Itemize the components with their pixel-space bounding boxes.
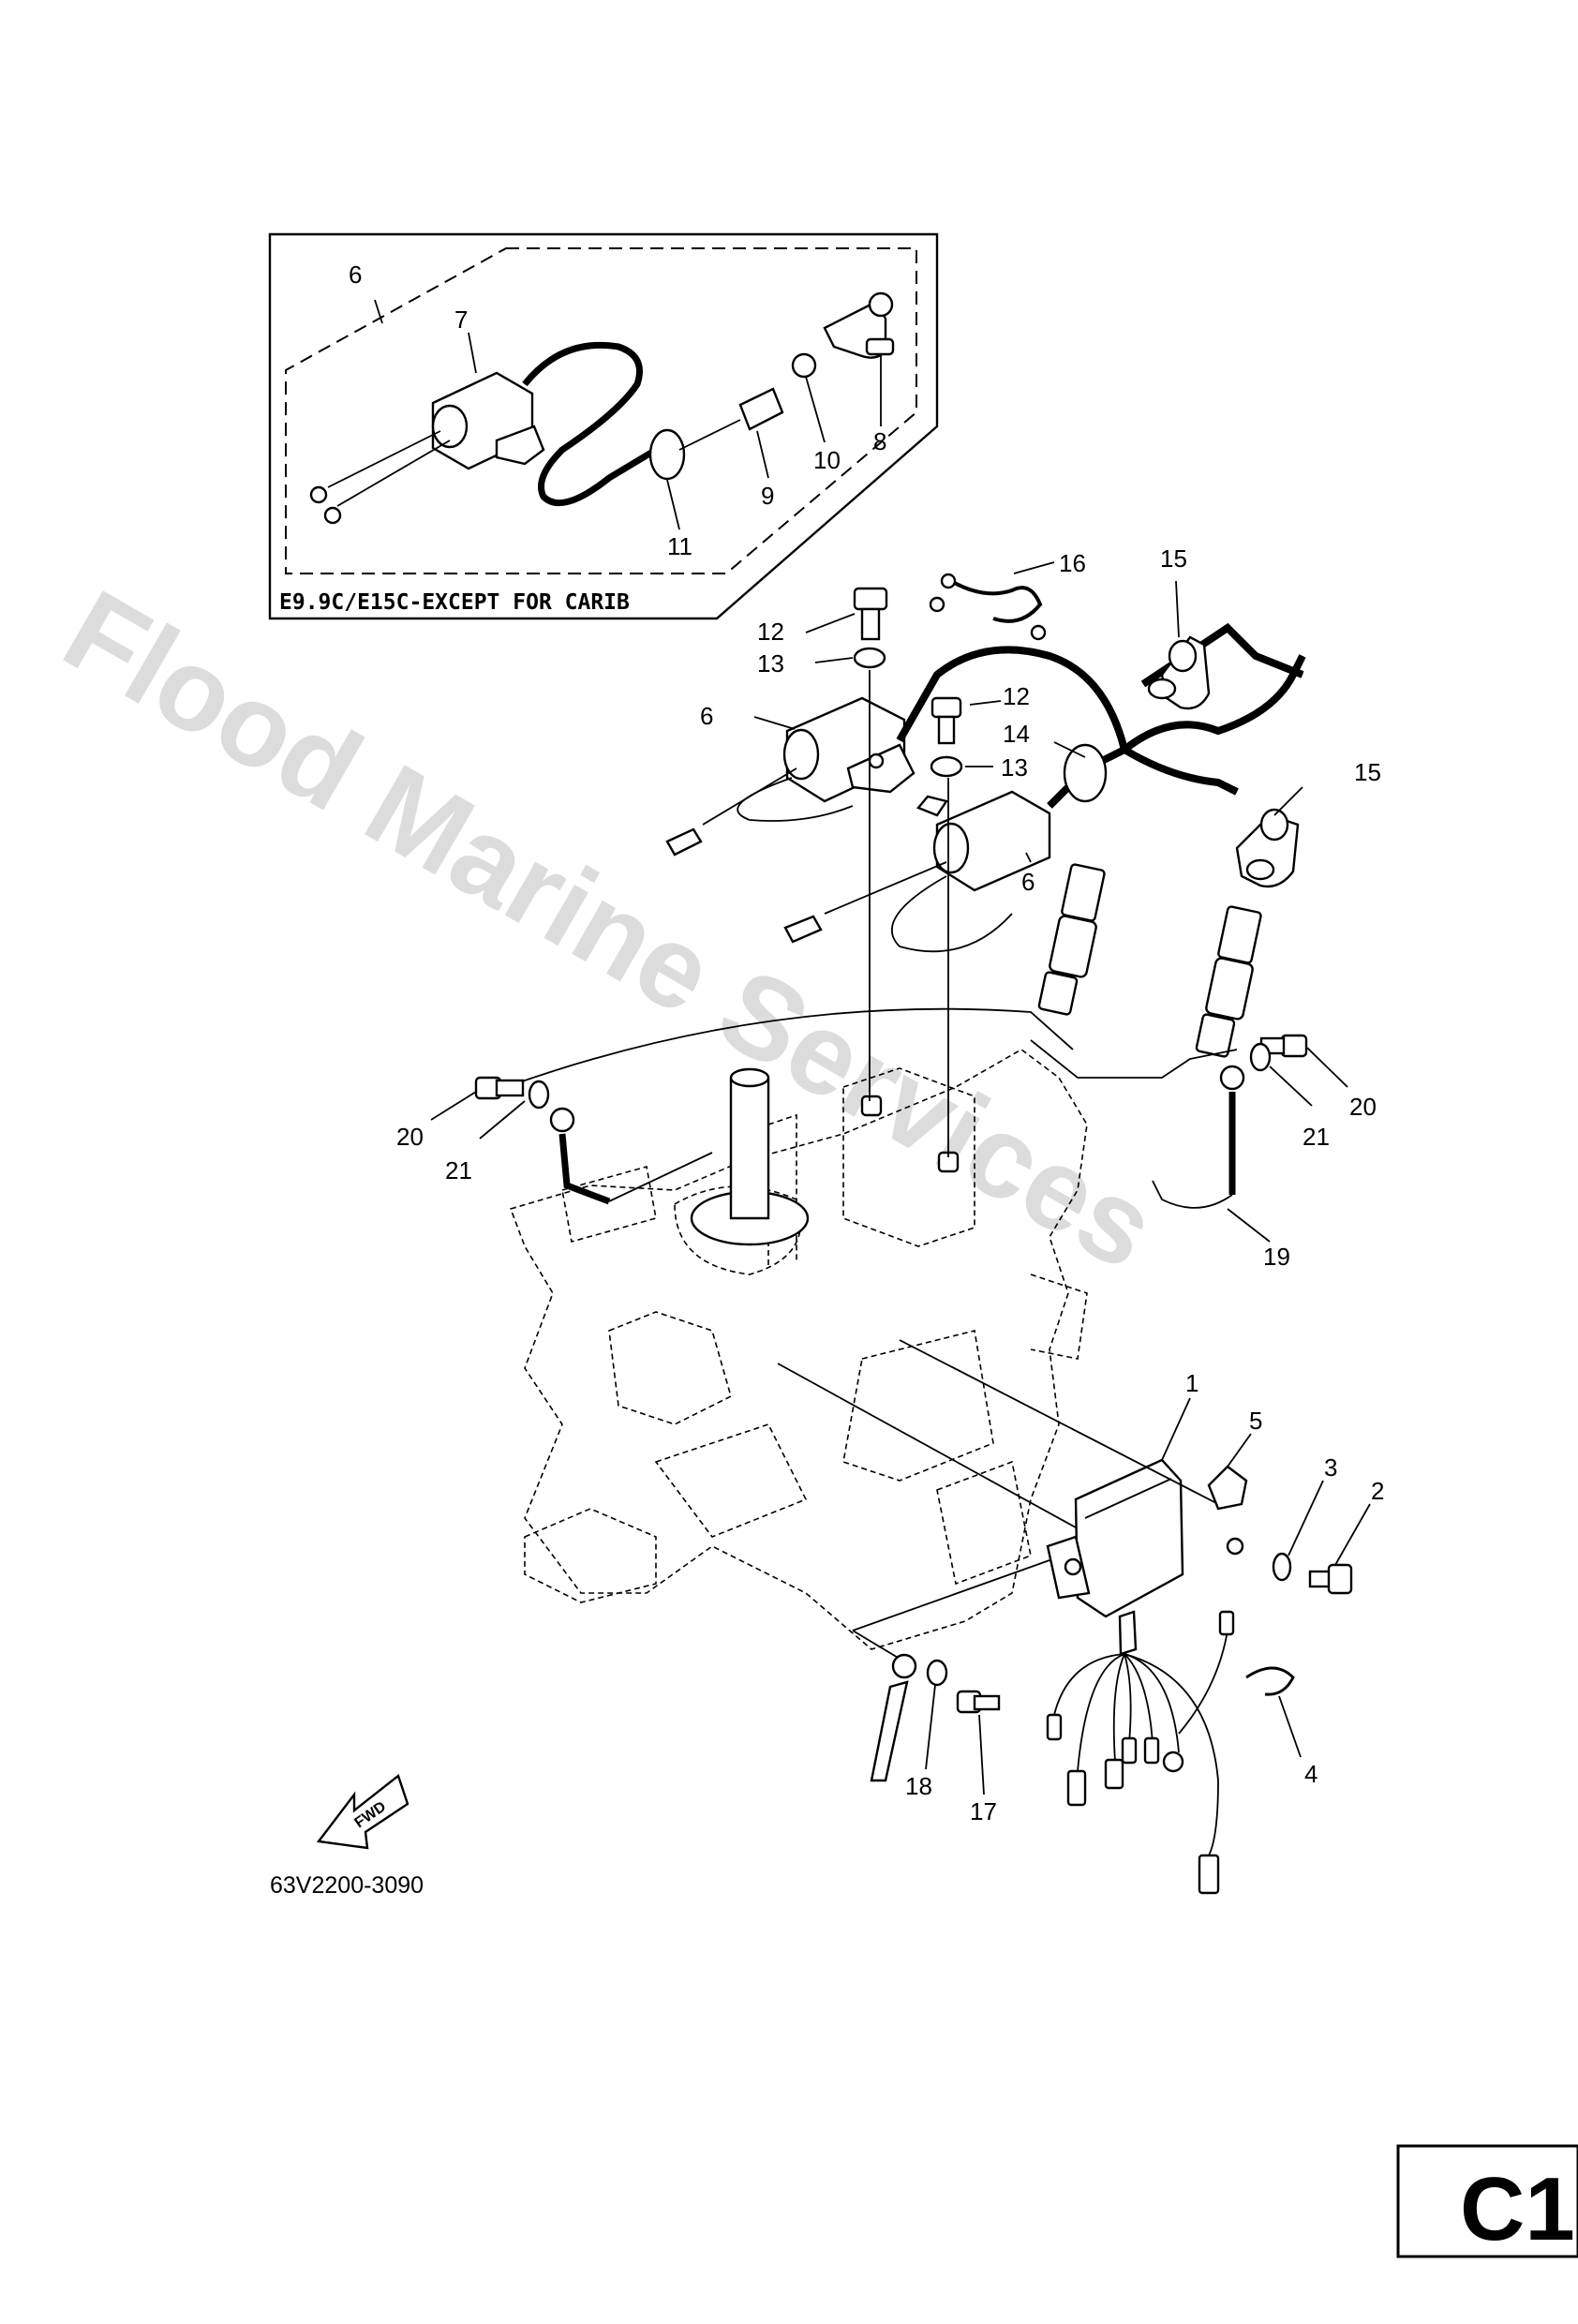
fwd-arrow: FWD [316,1774,409,1850]
engine-block [505,1007,1088,1650]
cdi-wire-harness [1046,1610,1235,1895]
ignition-coil-upper [665,696,916,857]
callout-inset-11: 11 [667,532,692,560]
callout-inset-9: 9 [761,482,774,510]
callout-19: 19 [1263,1243,1290,1271]
inset-title: E9.9C/E15C-EXCEPT FOR CARIB [279,590,630,615]
washer-21-left [528,1080,550,1110]
ground-bolt-left [474,1076,525,1100]
clip-inset [791,352,817,379]
bolt-12-upper [853,587,888,641]
callout-5: 5 [1249,1407,1262,1435]
callout-4: 4 [1304,1760,1317,1788]
ground-terminal [852,1559,1050,1782]
wire-clip [1207,1465,1248,1556]
washer-18 [926,1659,948,1687]
leader-lines [430,561,1371,1795]
callout-17: 17 [970,1797,997,1825]
callout-16: 16 [1059,549,1086,577]
clip-4 [1245,1666,1295,1696]
page-label-box [1396,2144,1578,2258]
callout-21-right: 21 [1303,1123,1330,1151]
ground-bolt-right [1259,1034,1308,1058]
ignition-coil-lower [783,790,1051,953]
watermark: Flood Marine Services [44,566,1177,1295]
callout-21-left: 21 [445,1156,472,1184]
callout-12-lower: 12 [1003,682,1030,710]
callout-2: 2 [1371,1477,1384,1505]
washer-21-right [1249,1042,1272,1072]
plug-cap-upper [1147,635,1211,710]
ground-lead-left [549,1107,713,1205]
callout-13-lower: 13 [1001,753,1028,782]
cdi-unit [1046,1458,1184,1656]
cord-clip [929,573,1047,641]
callout-6-upper: 6 [700,702,713,730]
callout-inset-10: 10 [813,446,841,474]
callout-3: 3 [1324,1453,1337,1482]
inset-box: E9.9C/E15C-EXCEPT FOR CARIB [268,232,939,620]
callout-inset-7: 7 [454,305,468,334]
callout-20-left: 20 [396,1123,424,1151]
callout-14: 14 [1003,720,1030,748]
bolt-17 [956,1690,1001,1714]
callout-inset-8: 8 [873,427,886,455]
spark-plug-right [1195,905,1262,1058]
connector-inset [738,387,784,431]
diagram-code: 63V2200-3090 [270,1872,424,1899]
callout-18: 18 [905,1772,932,1800]
plug-cap-lower [1235,808,1300,888]
callout-6-lower: 6 [1021,868,1035,896]
callout-13-upper: 13 [757,649,784,678]
callout-15-lower: 15 [1354,758,1381,786]
callout-inset-6: 6 [349,261,362,289]
callout-1: 1 [1185,1369,1198,1397]
page-label: C1 [1460,2159,1575,2259]
ground-lead-right [1152,1065,1245,1209]
washer-13-upper [853,647,886,669]
washer-3 [1272,1552,1292,1582]
callout-20-right: 20 [1349,1093,1377,1121]
spark-plug-left [1037,863,1106,1016]
washer-13-lower [930,755,963,778]
grommet-inset [648,428,686,481]
grommet [1063,743,1108,803]
bolt-2 [1308,1563,1353,1595]
callout-15-upper: 15 [1160,544,1187,573]
ignition-coil-inset [309,371,545,525]
callout-12-upper: 12 [757,618,784,646]
bolt-12-lower [930,696,962,745]
